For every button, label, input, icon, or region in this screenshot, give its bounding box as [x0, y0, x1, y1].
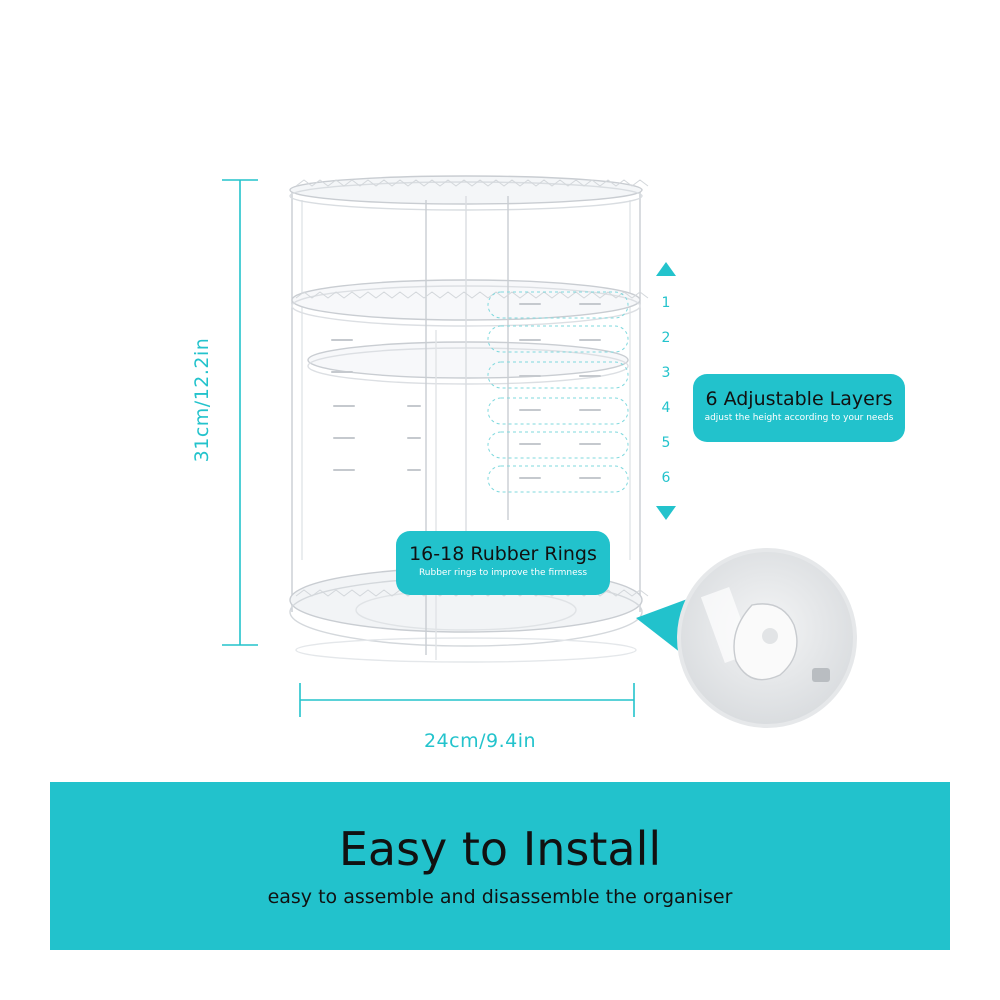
layer-number: 2 — [661, 330, 671, 346]
layer-number: 4 — [661, 400, 671, 416]
width-dimension-label: 24cm/9.4in — [423, 730, 537, 752]
banner-title: Easy to Install — [338, 822, 662, 876]
layer-number: 3 — [661, 365, 671, 381]
layer-number: 1 — [661, 295, 671, 311]
layer-position-guides — [487, 291, 629, 493]
acrylic-organizer — [289, 175, 643, 663]
layer-number: 6 — [661, 470, 671, 486]
adjustable-layers-title: 6 Adjustable Layers — [705, 388, 893, 410]
adjustable-layers-subtitle: adjust the height according to your need… — [704, 413, 894, 423]
arrow-up-icon — [656, 262, 676, 276]
rubber-rings-badge: 16-18 Rubber Rings Rubber rings to impro… — [396, 531, 610, 595]
rubber-rings-title: 16-18 Rubber Rings — [409, 543, 597, 565]
layer-number: 5 — [661, 435, 671, 451]
wall-slots — [331, 303, 601, 479]
height-dimension-label: 31cm/12.2in — [191, 337, 213, 463]
adjustable-layers-badge: 6 Adjustable Layers adjust the height ac… — [693, 374, 905, 442]
rubber-ring-closeup — [677, 548, 857, 728]
callout-pointer — [636, 598, 690, 660]
arrow-down-icon — [656, 506, 676, 520]
easy-install-banner: Easy to Install easy to assemble and dis… — [50, 782, 950, 950]
banner-subtitle: easy to assemble and disassemble the org… — [267, 886, 733, 908]
rubber-rings-subtitle: Rubber rings to improve the firmness — [418, 568, 588, 578]
organizer-illustration — [222, 175, 857, 728]
